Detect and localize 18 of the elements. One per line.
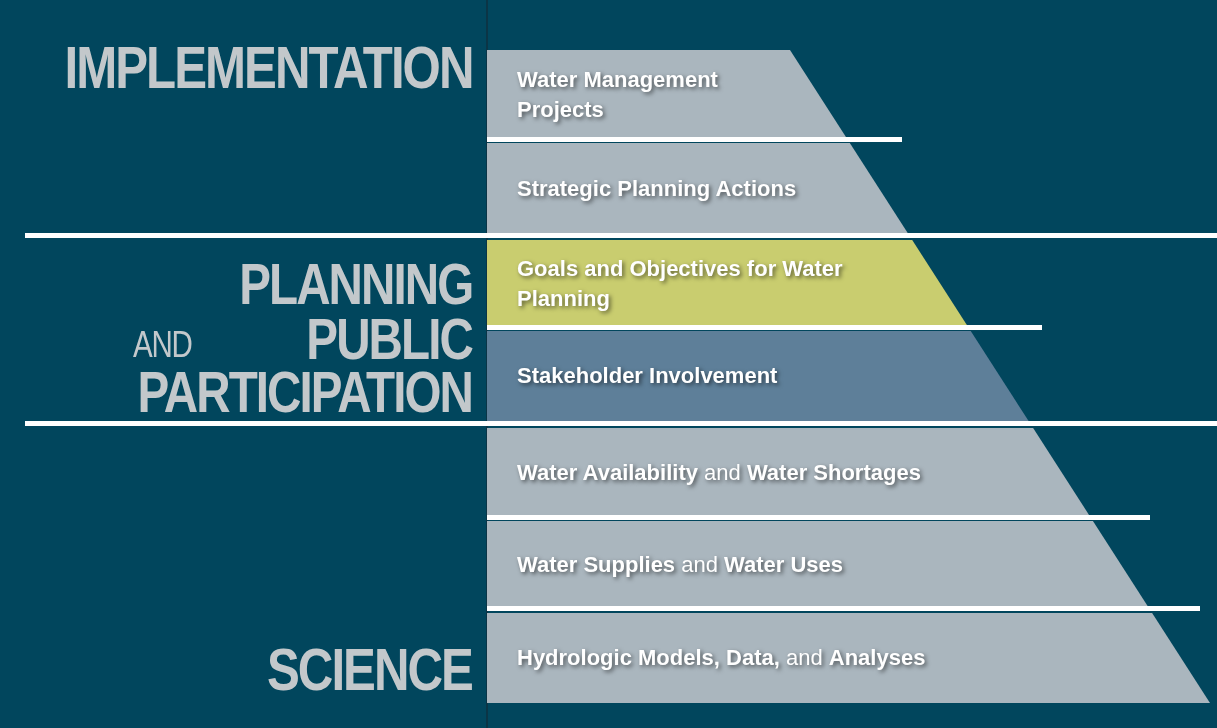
section-heading: AND bbox=[133, 327, 192, 363]
pyramid-tier bbox=[487, 521, 1149, 608]
tier-label: Strategic Planning Actions bbox=[517, 175, 798, 203]
section-heading: IMPLEMENTATION bbox=[64, 38, 472, 98]
pyramid-tier bbox=[487, 428, 1091, 517]
tier-label: Water Management Projects bbox=[517, 66, 719, 124]
pyramid-tier bbox=[487, 50, 848, 140]
section-heading: SCIENCE bbox=[267, 640, 472, 700]
tier-label: Water Supplies and Water Uses bbox=[517, 550, 845, 579]
tier-label: Hydrologic Models, Data, and Analyses bbox=[517, 644, 927, 672]
section-heading: PLANNING bbox=[238, 255, 472, 313]
pyramid-tier bbox=[487, 331, 1029, 421]
pyramid-tier bbox=[487, 613, 1210, 703]
tier-label: Water Availability and Water Shortages bbox=[517, 458, 922, 487]
tier-label: Goals and Objectives for Water Planning bbox=[517, 254, 844, 313]
pyramid-tier bbox=[487, 143, 909, 235]
pyramid-tier bbox=[487, 240, 969, 327]
tier-label: Stakeholder Involvement bbox=[517, 362, 779, 390]
